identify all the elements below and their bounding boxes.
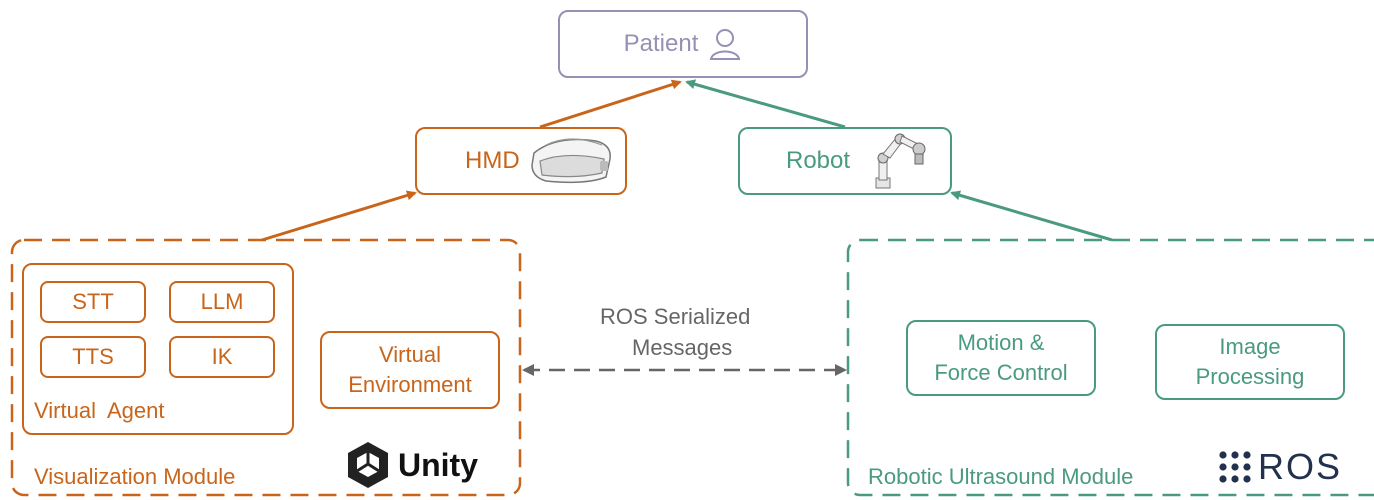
robot-arm-icon xyxy=(875,133,926,189)
motion-force-control-box: Motion & Force Control xyxy=(906,320,1096,396)
virtual-agent-label: Virtual Agent xyxy=(34,398,165,423)
image-processing-box: Image Processing xyxy=(1155,324,1345,400)
arrow-ros-to-robot xyxy=(950,190,1113,242)
ros-logo-text: ROS xyxy=(1258,446,1343,487)
hmd-label: HMD xyxy=(465,147,520,174)
llm-label: LLM xyxy=(200,289,244,314)
unity-logo-text: Unity xyxy=(398,446,478,483)
ik-box: IK xyxy=(169,336,275,378)
arrow-robot-to-patient xyxy=(685,79,846,129)
visualization-module-label: Visualization Module xyxy=(34,464,236,489)
motion-control-line1: Motion & xyxy=(957,330,1045,355)
ros-dots-icon xyxy=(1219,451,1251,483)
person-icon xyxy=(710,29,741,60)
arrow-hmd-to-patient xyxy=(539,79,682,129)
hmd-node: HMD xyxy=(415,127,627,195)
link-label-line2: Messages xyxy=(632,335,733,360)
stt-label: STT xyxy=(72,289,114,314)
tts-box: TTS xyxy=(40,336,146,378)
ik-label: IK xyxy=(211,344,233,369)
unity-logo: Unity xyxy=(344,440,478,490)
image-processing-line2: Processing xyxy=(1195,364,1305,389)
llm-box: LLM xyxy=(169,281,275,323)
robotic-module-label: Robotic Ultrasound Module xyxy=(868,464,1134,489)
arrow-vis-to-hmd xyxy=(261,190,417,242)
patient-label: Patient xyxy=(623,30,699,57)
link-label-line1: ROS Serialized xyxy=(600,304,751,329)
unity-cube-icon xyxy=(348,442,388,488)
tts-label: TTS xyxy=(72,344,114,369)
robot-label: Robot xyxy=(786,147,851,174)
motion-control-line2: Force Control xyxy=(934,360,1068,385)
virtual-environment-box: Virtual Environment xyxy=(320,331,500,409)
robotic-module-container xyxy=(846,238,1374,497)
patient-node: Patient xyxy=(558,10,808,78)
vr-headset-icon xyxy=(530,138,611,184)
virtual-agent-group xyxy=(22,263,294,435)
stt-box: STT xyxy=(40,281,146,323)
virtual-environment-line1: Virtual xyxy=(379,342,441,367)
ros-logo: ROS xyxy=(1218,446,1342,488)
robot-node: Robot xyxy=(738,127,952,195)
image-processing-line1: Image xyxy=(1219,334,1281,359)
virtual-environment-line2: Environment xyxy=(348,372,472,397)
